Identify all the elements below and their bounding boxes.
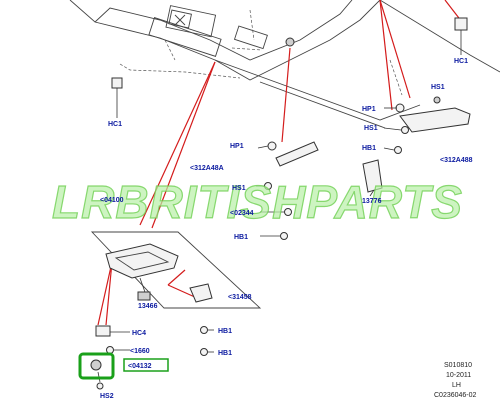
- screw-top: [285, 37, 295, 47]
- clip-31458: [189, 283, 213, 303]
- label-hp1-center[interactable]: HP1: [230, 143, 244, 150]
- label-part-13776[interactable]: 13776: [362, 198, 382, 205]
- label-hs1-center[interactable]: HS1: [232, 185, 246, 192]
- bracket-13776: [362, 159, 383, 193]
- callout-leaders: [110, 107, 402, 353]
- meta-side: LH: [452, 382, 461, 389]
- screw-hs1-right: [401, 126, 409, 134]
- label-ref-04100[interactable]: <04100: [100, 197, 124, 204]
- watermark-text: LRBRITISHPARTS: [52, 176, 463, 228]
- label-hp1-right[interactable]: HP1: [362, 106, 376, 113]
- meta-code: S010810: [444, 362, 472, 369]
- callout-labels: HC1 HC1 HP1 HS1 HS1 HB1 <312A488 HP1 <31…: [100, 58, 473, 400]
- screw-hp1-center: [267, 141, 277, 151]
- screw-hb1-lower1: [200, 326, 208, 334]
- screw-hb1-lower2: [200, 348, 208, 356]
- label-ref-04132[interactable]: <04132: [128, 363, 152, 370]
- label-ref-1660[interactable]: <1660: [130, 348, 150, 355]
- red-leader-lines: [97, 0, 463, 326]
- label-hb1-lower2[interactable]: HB1: [218, 350, 232, 357]
- label-ref-02344[interactable]: <02344: [230, 210, 254, 217]
- label-hb1-right[interactable]: HB1: [362, 145, 376, 152]
- clip-hc4: [95, 325, 111, 337]
- screw-hs1-center: [264, 182, 272, 190]
- label-ref-312a48a[interactable]: <312A48A: [190, 165, 224, 172]
- label-ref-31458[interactable]: <31458: [228, 294, 252, 301]
- headliner-outline: [69, 0, 500, 129]
- highlight-label-box: [123, 358, 169, 372]
- rail-center: [275, 141, 319, 167]
- label-hs1-right[interactable]: HS1: [364, 125, 378, 132]
- label-hc4[interactable]: HC4: [132, 330, 146, 337]
- label-ref-312a488[interactable]: <312A488: [440, 157, 473, 164]
- label-hs1-top[interactable]: HS1: [431, 84, 445, 91]
- clip-hc1-right: [454, 17, 468, 31]
- screw-hp1-right: [395, 103, 405, 113]
- label-hs2[interactable]: HS2: [100, 393, 114, 400]
- clip-04132: [90, 359, 102, 371]
- label-hb1-center[interactable]: HB1: [234, 234, 248, 241]
- screw-hb1-center: [280, 232, 288, 240]
- meta-date: 10-2011: [446, 372, 471, 379]
- label-hc1-left[interactable]: HC1: [108, 121, 122, 128]
- screw-hs1-top: [433, 96, 441, 104]
- screw-hs2: [96, 382, 104, 390]
- rail-right: [399, 107, 471, 133]
- fasteners: [90, 17, 471, 390]
- label-hb1-lower1[interactable]: HB1: [218, 328, 232, 335]
- clip-13466: [137, 291, 151, 301]
- visor-assembly-frame: [90, 231, 262, 309]
- drawing-meta: S010810 10-2011 LH C0236046-02: [434, 362, 477, 399]
- screw-1660: [106, 346, 114, 354]
- highlight-box: [78, 352, 115, 380]
- screw-hb1-right: [394, 146, 402, 154]
- label-part-13466[interactable]: 13466: [138, 303, 158, 310]
- meta-drawing: C0236046-02: [434, 392, 477, 399]
- clip-hc1-left: [111, 77, 123, 89]
- clip-02344: [284, 208, 292, 216]
- label-hc1-right[interactable]: HC1: [454, 58, 468, 65]
